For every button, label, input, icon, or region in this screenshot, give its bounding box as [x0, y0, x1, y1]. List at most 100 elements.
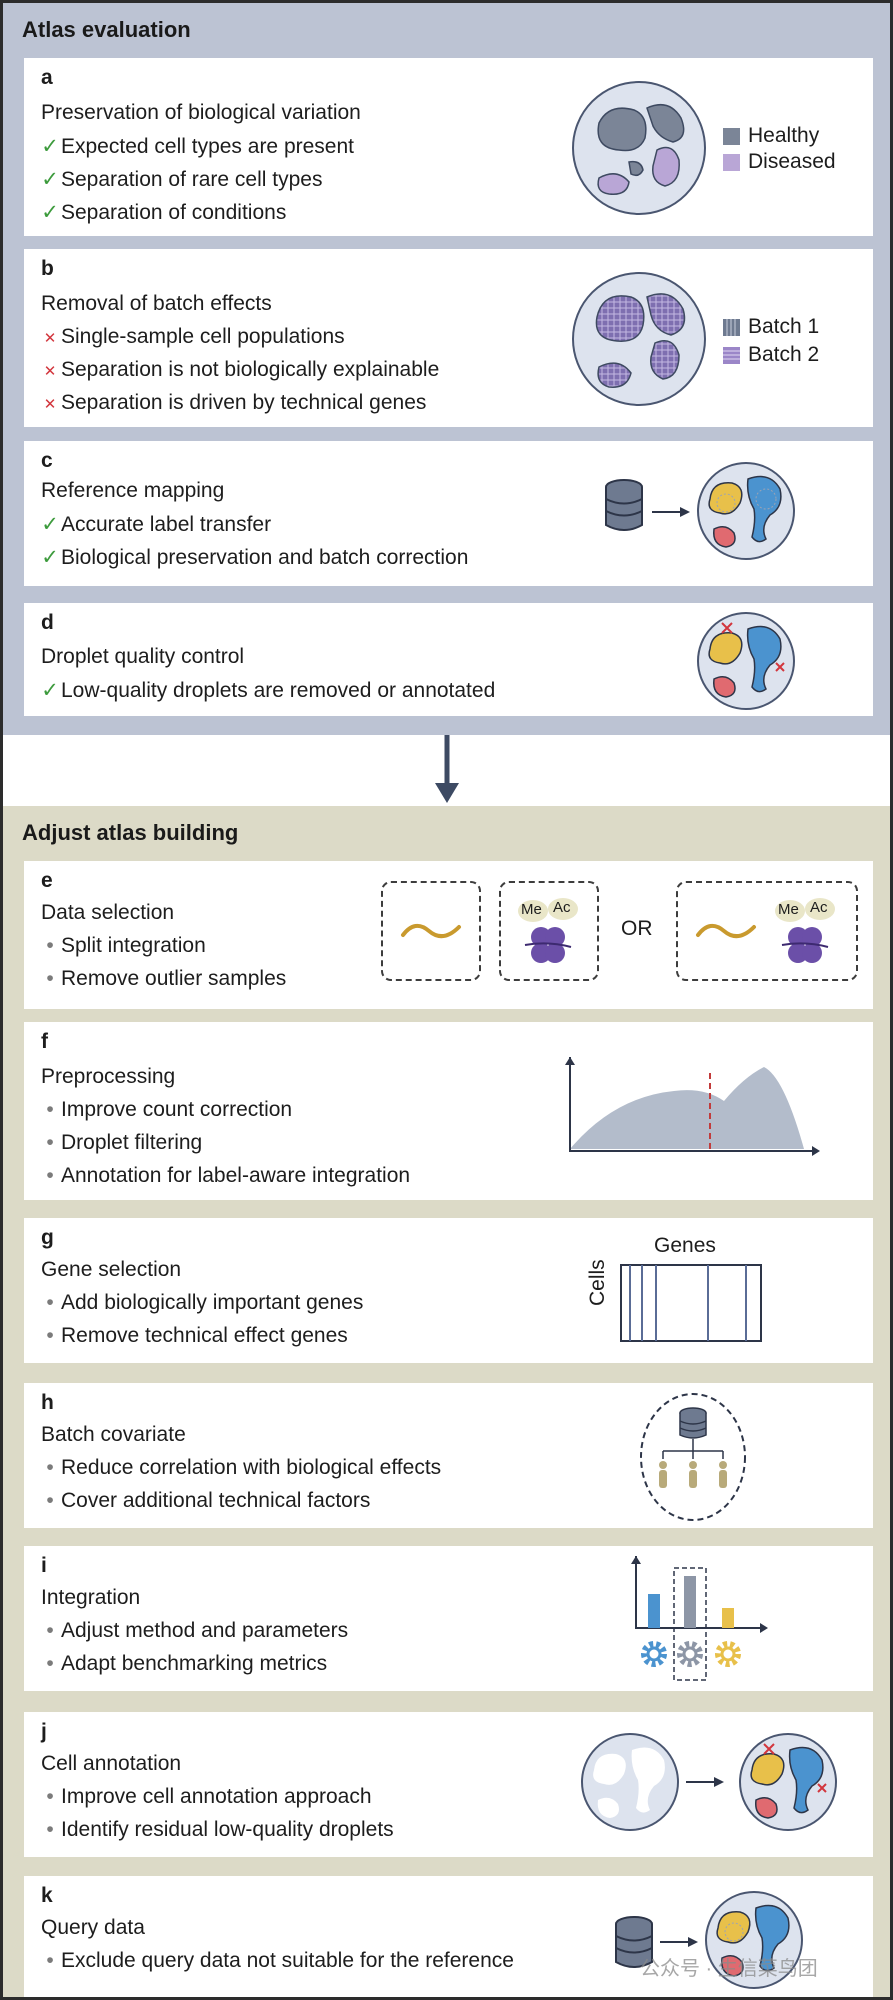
- ac-label: Ac: [553, 899, 571, 916]
- panel-g: g Gene selection •Add biologically impor…: [24, 1218, 873, 1363]
- atlas-building-section: Adjust atlas building e Data selection •…: [3, 806, 890, 1997]
- ac-label: Ac: [810, 899, 828, 916]
- legend-label-healthy: Healthy: [748, 124, 820, 147]
- gear-icon: [641, 1641, 667, 1667]
- cross-icon: ✕: [43, 396, 57, 413]
- atlas-evaluation-section: Atlas evaluation a Preservation of biolo…: [3, 3, 890, 735]
- legend-label-batch2: Batch 2: [748, 343, 820, 366]
- list-item: ✓Expected cell types are present: [41, 135, 354, 158]
- panel-title: Integration: [41, 1586, 141, 1609]
- watermark: 公众号 · 生信菜鸟团: [640, 1958, 818, 1980]
- database-icon: [605, 479, 643, 531]
- legend-swatch-diseased: [723, 154, 740, 171]
- panel-title: Data selection: [41, 901, 175, 924]
- me-label: Me: [521, 901, 542, 918]
- panel-d: d Droplet quality control ✓Low-quality d…: [24, 603, 873, 716]
- down-arrow-icon: [435, 735, 459, 803]
- rna-wave-icon: [696, 923, 756, 939]
- cell-cluster-icon: [572, 81, 706, 215]
- combined-box: Me Ac: [676, 881, 858, 981]
- panel-title: Cell annotation: [41, 1752, 182, 1775]
- list-item: •Adapt benchmarking metrics: [46, 1652, 328, 1675]
- panel-k: k Query data •Exclude query data not sui…: [24, 1876, 873, 1997]
- cross-icon: ✕: [43, 363, 57, 380]
- panel-title: Preservation of biological variation: [41, 101, 361, 124]
- list-item: •Add biologically important genes: [46, 1291, 364, 1314]
- arrow-right-icon: [686, 1777, 724, 1787]
- panel-letter: d: [41, 611, 54, 634]
- panel-letter: f: [41, 1030, 48, 1053]
- annotated-cells-icon: [739, 1733, 837, 1831]
- cross-icon: ✕: [43, 330, 57, 347]
- or-label: OR: [621, 917, 653, 940]
- list-item: •Annotation for label-aware integration: [46, 1164, 411, 1187]
- panel-title: Reference mapping: [41, 479, 225, 502]
- panel-h: h Batch covariate •Reduce correlation wi…: [24, 1383, 873, 1528]
- arrow-right-icon: [660, 1937, 698, 1947]
- list-item: ✓Separation of rare cell types: [41, 168, 323, 191]
- check-icon: ✓: [41, 513, 59, 536]
- list-item: •Droplet filtering: [46, 1131, 203, 1154]
- panel-title: Query data: [41, 1916, 145, 1939]
- panel-title: Preprocessing: [41, 1065, 176, 1088]
- panel-letter: h: [41, 1391, 54, 1414]
- list-item: •Adjust method and parameters: [46, 1619, 349, 1642]
- list-item: •Split integration: [46, 934, 206, 957]
- gene-matrix-icon: [620, 1264, 762, 1342]
- check-icon: ✓: [41, 679, 59, 702]
- panel-j: j Cell annotation •Improve cell annotati…: [24, 1712, 873, 1857]
- panel-letter: j: [41, 1720, 47, 1743]
- me-label: Me: [778, 901, 799, 918]
- check-icon: ✓: [41, 201, 59, 224]
- panel-letter: c: [41, 449, 53, 472]
- list-item: •Exclude query data not suitable for the…: [46, 1949, 514, 1972]
- list-item: ✕Single-sample cell populations: [41, 325, 345, 349]
- unannotated-cells-icon: [581, 1733, 679, 1831]
- panel-title: Gene selection: [41, 1258, 182, 1281]
- chromatin-icon: [518, 898, 578, 963]
- panel-title: Droplet quality control: [41, 645, 245, 668]
- panel-f: f Preprocessing •Improve count correctio…: [24, 1022, 873, 1200]
- panel-letter: g: [41, 1226, 54, 1249]
- query-mapped-cells-icon: [705, 1891, 803, 1989]
- chromatin-box: Me Ac: [499, 881, 599, 981]
- list-item: ✓Accurate label transfer: [41, 513, 272, 536]
- list-item: •Remove technical effect genes: [46, 1324, 348, 1347]
- list-item: •Improve count correction: [46, 1098, 293, 1121]
- list-item: ✓Biological preservation and batch corre…: [41, 546, 469, 569]
- panel-i: i Integration •Adjust method and paramet…: [24, 1546, 873, 1691]
- panel-b: b Removal of batch effects ✕Single-sampl…: [24, 249, 873, 427]
- benchmark-chart-icon: [631, 1556, 768, 1681]
- list-item: ✕Separation is not biologically explaina…: [41, 358, 440, 382]
- batch-legend-swatches: [723, 319, 740, 364]
- rna-box: [381, 881, 481, 981]
- batch-covariate-icon: [640, 1393, 746, 1521]
- list-item: ✓Separation of conditions: [41, 201, 287, 224]
- list-item: ✕Separation is driven by technical genes: [41, 391, 427, 415]
- chromatin-icon: [775, 898, 835, 963]
- distribution-plot-icon: [565, 1057, 820, 1156]
- panel-letter: i: [41, 1554, 47, 1577]
- panel-c: c Reference mapping ✓Accurate label tran…: [24, 441, 873, 586]
- panel-letter: b: [41, 257, 54, 280]
- section-title-evaluation: Atlas evaluation: [22, 17, 191, 42]
- batch-cluster-icon: [572, 272, 706, 406]
- cells-label: Cells: [586, 1259, 609, 1306]
- list-item: •Reduce correlation with biological effe…: [46, 1456, 442, 1479]
- panel-title: Batch covariate: [41, 1423, 186, 1446]
- check-icon: ✓: [41, 135, 59, 158]
- panel-letter: a: [41, 66, 53, 89]
- panel-letter: e: [41, 869, 53, 892]
- list-item: •Identify residual low-quality droplets: [46, 1818, 394, 1841]
- list-item: •Improve cell annotation approach: [46, 1785, 372, 1808]
- panel-e: e Data selection •Split integration •Rem…: [24, 861, 873, 1009]
- genes-label: Genes: [654, 1234, 716, 1257]
- gear-icon: [715, 1641, 741, 1667]
- gear-icon: [677, 1641, 703, 1667]
- list-item: ✓Low-quality droplets are removed or ann…: [41, 679, 496, 702]
- mapped-cells-icon: [697, 462, 795, 560]
- section-title-building: Adjust atlas building: [22, 820, 239, 845]
- legend-swatch-healthy: [723, 128, 740, 145]
- panel-letter: k: [41, 1884, 53, 1907]
